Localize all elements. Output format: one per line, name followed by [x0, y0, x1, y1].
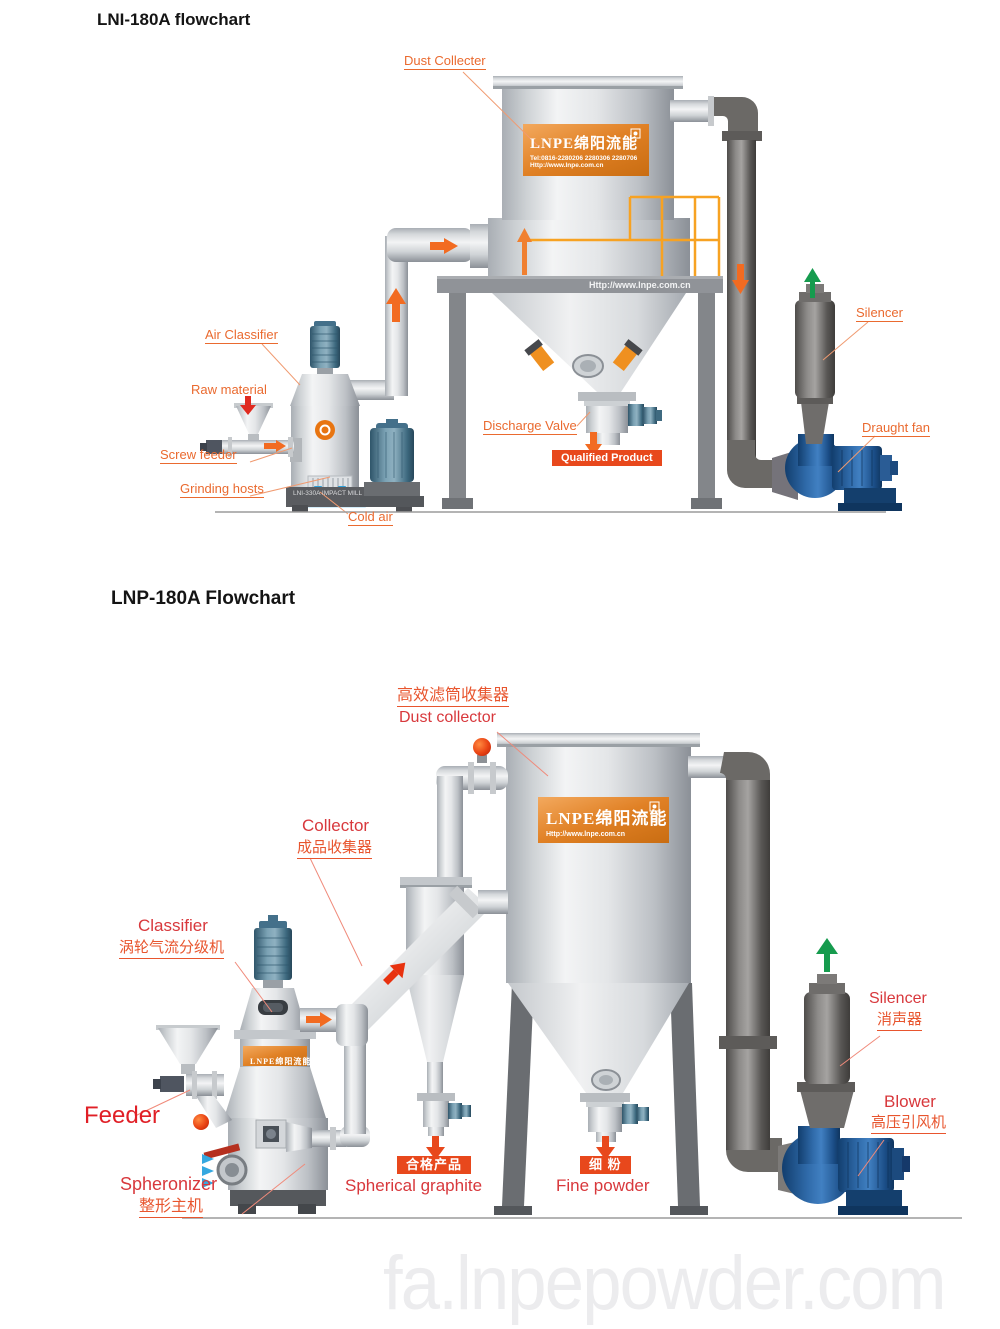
air-inlet-arrows	[202, 1154, 214, 1188]
label-dust-collector-2-cn: 高效滤筒收集器	[397, 687, 510, 707]
label-feeder: Feeder	[84, 1102, 161, 1129]
brand-tel: Tel:0816-2280206 2280306 2280706	[530, 155, 638, 162]
watermark: fa.lnpepowder.com	[383, 1241, 947, 1326]
leader-lines-2	[134, 731, 885, 1215]
diagram2-artwork	[134, 731, 962, 1219]
exhaust-arrow-2	[816, 938, 838, 972]
exhaust-pipe-2	[688, 752, 812, 1198]
brand-plate-small	[243, 1046, 307, 1066]
brand-url: Http://www.lnpe.com.cn	[530, 162, 604, 169]
label-silencer-2-cn: 消声器	[877, 1011, 923, 1031]
label-blower-en: Blower	[884, 1092, 936, 1111]
label-fine-powder: Fine powder	[556, 1176, 650, 1195]
diagram1-artwork	[200, 71, 902, 515]
label-dust-collector-2-en: Dust collector	[399, 709, 496, 726]
brand-plate-1	[523, 124, 649, 176]
diagonal-flow-arrow	[383, 962, 406, 985]
label-classifier-en: Classifier	[138, 916, 208, 935]
label-cold-air: Cold air	[348, 509, 393, 527]
label-grinding-hosts: Grinding hosts	[180, 481, 264, 499]
feed-hopper	[158, 1028, 218, 1064]
air-classifier-machine	[200, 321, 424, 512]
silencer-2	[797, 974, 855, 1128]
silencer-1	[795, 284, 835, 444]
label-spheronizer-cn: 整形主机	[139, 1198, 204, 1218]
lnpe-logo-badge	[315, 420, 335, 440]
discharge-valve-1	[578, 392, 662, 445]
label-spheronizer-en: Spheronizer	[120, 1174, 218, 1194]
platform-url-text: Http://www.lnpe.com.cn	[589, 280, 691, 290]
leader-lines-1	[249, 71, 876, 515]
qualified-cn-badge: 合格产品	[397, 1156, 472, 1175]
brand-name-small: LNPE绵阳流能	[250, 1057, 312, 1066]
label-collector-en: Collector	[302, 816, 370, 835]
label-blower-cn: 高压引风机	[871, 1114, 947, 1134]
diagonal-transfer-pipe	[330, 885, 508, 1046]
label-draught-fan: Draught fan	[862, 420, 930, 438]
dust-collector-vessel-2	[494, 733, 708, 1215]
discharge-valve-2	[580, 1093, 649, 1142]
blower	[782, 1126, 910, 1215]
fine-powder-cn-badge: 细 粉	[580, 1156, 631, 1175]
brand-plate-1-text: LNPE绵阳流能 Tel:0816-2280206 2280306 228070…	[530, 132, 638, 169]
brand-url-2: Http://www.lnpe.com.cn	[546, 831, 626, 838]
label-air-classifier: Air Classifier	[205, 327, 278, 345]
classifier-spheronizer-machine	[153, 915, 370, 1214]
collector-inlet-piping	[400, 738, 508, 888]
label-classifier-cn: 涡轮气流分级机	[119, 939, 225, 959]
label-silencer-2-en: Silencer	[869, 990, 927, 1007]
exhaust-arrow-1	[804, 268, 821, 298]
red-valve-ball	[473, 738, 491, 756]
raw-material-arrow	[240, 396, 256, 415]
label-dust-collecter: Dust Collecter	[404, 53, 486, 71]
classifier-outlet-arrow	[306, 1012, 332, 1027]
label-spherical-graphite: Spherical graphite	[345, 1176, 483, 1195]
product-arrows-2	[426, 1136, 615, 1160]
brand-plate-small-text: LNPE绵阳流能	[250, 1051, 311, 1069]
label-screw-feeder: Screw feeder	[160, 447, 237, 465]
flow-arrows-1	[264, 238, 749, 456]
diagram1-title: LNI-180A flowchart	[97, 10, 251, 29]
draught-fan	[785, 434, 902, 511]
valve-handle	[203, 1143, 241, 1160]
label-collector-cn: 成品收集器	[297, 839, 373, 859]
brand-name: LNPE绵阳流能	[530, 136, 639, 152]
platform-railing	[530, 195, 721, 277]
mill-model-text: LNI-330A IMPACT MILL	[293, 490, 363, 497]
brand-name-2: LNPE绵阳流能	[546, 809, 668, 828]
label-raw-material: Raw material	[191, 382, 267, 397]
dust-collector-vessel-1	[488, 76, 690, 278]
label-silencer-1: Silencer	[856, 305, 903, 323]
brand-plate-2	[538, 797, 669, 843]
brand-plate-2-text: LNPE绵阳流能 Http://www.lnpe.com.cn	[546, 804, 667, 838]
qualified-product-badge: Qualified Product	[552, 450, 662, 467]
exhaust-pipe-1	[670, 96, 798, 500]
diagram2-title: LNP-180A Flowchart	[111, 588, 296, 609]
collector-cone-1	[492, 293, 686, 392]
collector-platform-1	[437, 276, 723, 509]
label-discharge-valve: Discharge Valve	[483, 418, 577, 436]
up-flow-arrow-1	[517, 228, 532, 275]
